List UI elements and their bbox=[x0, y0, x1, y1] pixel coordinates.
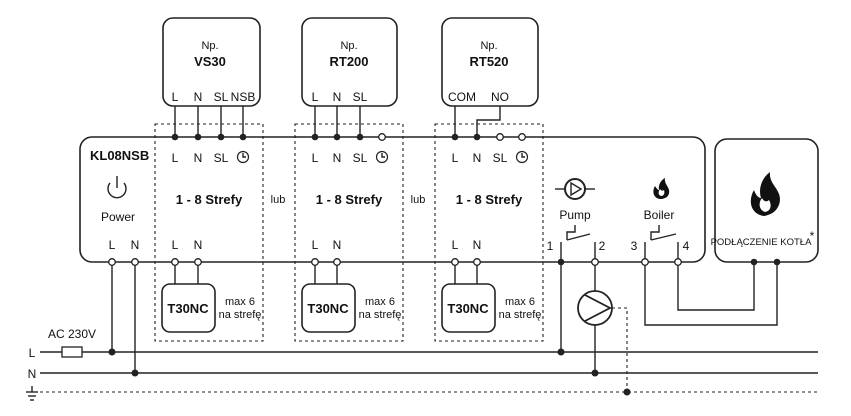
boiler-label: Boiler bbox=[644, 208, 675, 222]
zone-term-label: N bbox=[333, 151, 342, 165]
zone-term-label: N bbox=[473, 151, 482, 165]
thermostat-model: VS30 bbox=[194, 54, 226, 69]
zone-label: 1 - 8 Strefy bbox=[316, 192, 383, 207]
zone-box-1 bbox=[154, 123, 264, 342]
bottom-term-label: L bbox=[172, 238, 179, 252]
zone-3: L N SL 1 - 8 Strefy L N T30NC max 6 na s… bbox=[441, 106, 542, 333]
pump-icon bbox=[555, 178, 595, 200]
actuator-label: T30NC bbox=[167, 301, 209, 316]
terminal-label: SL bbox=[214, 90, 229, 104]
line-label-l: L bbox=[29, 346, 36, 360]
zone-term-label: SL bbox=[214, 151, 229, 165]
power-icon bbox=[107, 176, 127, 199]
pump-label: Pump bbox=[559, 208, 591, 222]
zone-label: 1 - 8 Strefy bbox=[456, 192, 523, 207]
or-label: lub bbox=[271, 194, 286, 206]
thermostat-np-label: Np. bbox=[340, 40, 357, 52]
bottom-term-label: N bbox=[333, 238, 342, 252]
power-term-label: N bbox=[131, 238, 140, 252]
thermostat-rt200: Np. RT200 L N SL bbox=[301, 17, 398, 107]
terminal-label: NSB bbox=[231, 90, 256, 104]
fuse-symbol bbox=[61, 346, 83, 358]
actuator-note: max 6 bbox=[505, 296, 535, 308]
actuator-label: T30NC bbox=[307, 301, 349, 316]
relay-number: 2 bbox=[599, 239, 606, 253]
zone-box-3 bbox=[434, 123, 544, 342]
zone-2: L N SL 1 - 8 Strefy L N T30NC max 6 na s… bbox=[301, 106, 402, 333]
terminal-label: N bbox=[194, 90, 203, 104]
zone-term-label: L bbox=[312, 151, 319, 165]
zone-label: 1 - 8 Strefy bbox=[176, 192, 243, 207]
actuator-note: na strefę bbox=[219, 309, 262, 321]
line-label-n: N bbox=[28, 367, 37, 381]
zone-term-label: L bbox=[172, 151, 179, 165]
pump-symbol bbox=[577, 265, 628, 390]
bottom-term-label: N bbox=[194, 238, 203, 252]
zone-1: L N SL 1 - 8 Strefy L N T30NC max 6 na s… bbox=[161, 106, 262, 333]
clock-icon bbox=[515, 150, 529, 164]
zone-box-2 bbox=[294, 123, 404, 342]
terminal-label: NO bbox=[491, 90, 509, 104]
thermostat-np-label: Np. bbox=[201, 40, 218, 52]
zone-term-label: N bbox=[194, 151, 203, 165]
terminal-label: SL bbox=[353, 90, 368, 104]
controller-name: KL08NSB bbox=[90, 148, 149, 163]
thermostat-model: RT520 bbox=[469, 54, 508, 69]
power-terminal-n bbox=[131, 258, 139, 266]
boiler-connection-label: PODŁĄCZENIE KOTŁA bbox=[711, 237, 812, 248]
actuator-note: na strefę bbox=[499, 309, 542, 321]
zone-term-label: SL bbox=[493, 151, 508, 165]
terminal-label: COM bbox=[448, 90, 476, 104]
bottom-term-label: L bbox=[312, 238, 319, 252]
zone-term-label: SL bbox=[353, 151, 368, 165]
relay-number: 1 bbox=[547, 239, 554, 253]
actuator-note: na strefę bbox=[359, 309, 402, 321]
thermostat-rt520: Np. RT520 COM NO bbox=[441, 17, 539, 107]
relay-number: 3 bbox=[631, 239, 638, 253]
actuator-label: T30NC bbox=[447, 301, 489, 316]
thermostat-vs30: Np. VS30 L N SL NSB bbox=[162, 17, 261, 107]
terminal-label: L bbox=[312, 90, 319, 104]
actuator-note: max 6 bbox=[225, 296, 255, 308]
thermostat-np-label: Np. bbox=[480, 40, 497, 52]
zone-term-label: L bbox=[452, 151, 459, 165]
flame-small-icon bbox=[653, 178, 670, 199]
thermostat-model: RT200 bbox=[329, 54, 368, 69]
bottom-term-label: N bbox=[473, 238, 482, 252]
clock-icon bbox=[375, 150, 389, 164]
power-term-label: L bbox=[109, 238, 116, 252]
bottom-term-label: L bbox=[452, 238, 459, 252]
boiler-connection-asterisk: * bbox=[810, 229, 815, 243]
ground-icon bbox=[26, 386, 38, 401]
power-terminal-l bbox=[108, 258, 116, 266]
clock-icon bbox=[236, 150, 250, 164]
actuator-note: max 6 bbox=[365, 296, 395, 308]
supply-voltage: AC 230V bbox=[48, 327, 96, 341]
terminal-label: N bbox=[333, 90, 342, 104]
relay-number: 4 bbox=[683, 239, 690, 253]
power-label: Power bbox=[101, 210, 135, 224]
or-label: lub bbox=[411, 194, 426, 206]
flame-icon bbox=[750, 172, 780, 216]
controller-box bbox=[79, 136, 706, 263]
terminal-label: L bbox=[172, 90, 179, 104]
